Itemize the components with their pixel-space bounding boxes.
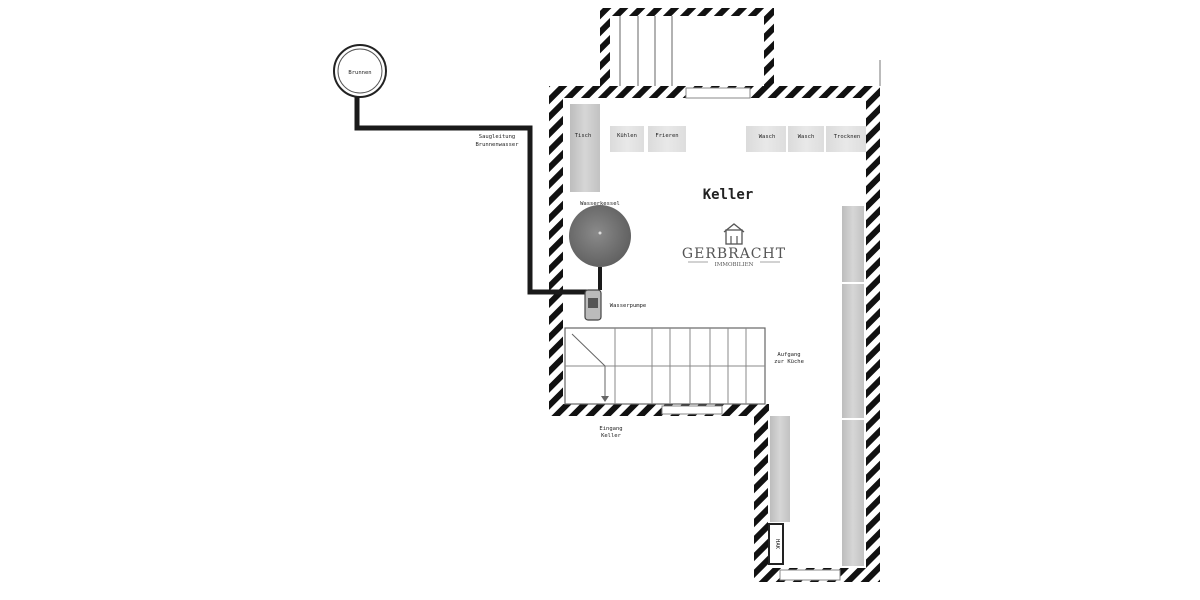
shelf-3 <box>842 420 864 566</box>
entrance-label-line1: Eingang <box>599 426 622 432</box>
cooling-block <box>610 126 644 152</box>
wash2-block <box>788 126 824 152</box>
furniture <box>570 104 866 566</box>
top-stair-well <box>600 8 774 88</box>
walls <box>549 60 881 582</box>
pressure-vessel-label: Wasserkessel <box>580 201 620 207</box>
wall-mid-bottom <box>549 404 769 416</box>
freezing-block <box>648 126 686 152</box>
wall-corridor-left <box>754 404 768 582</box>
wash1-label: Wasch <box>759 134 776 140</box>
hak-label: HAK <box>774 539 780 550</box>
cooling-label: Kühlen <box>617 133 637 139</box>
company-logo: GERBRACHT IMMOBILIEN <box>682 223 786 268</box>
shelf-1 <box>842 206 864 282</box>
stair-up-label-line2: zur Küche <box>774 359 804 365</box>
wall-left <box>549 86 563 416</box>
door-opening-bottom <box>779 569 841 581</box>
pump-label: Wasserpumpe <box>610 303 646 309</box>
well-label: Brunnen <box>348 70 371 76</box>
pipe-label-line1: Saugleitung <box>479 134 515 140</box>
water-equipment <box>569 205 631 321</box>
logo-emblem-icon <box>723 223 745 245</box>
hak-box <box>768 523 784 565</box>
labels: Keller Brunnen Saugleitung Brunnenwasser… <box>348 70 860 550</box>
freezing-label: Frieren <box>655 133 678 139</box>
wall-right <box>866 86 880 582</box>
door-opening-top <box>685 87 751 99</box>
room-title: Keller <box>703 187 754 203</box>
dryer-label: Trocknen <box>834 134 861 140</box>
logo-name: GERBRACHT <box>682 246 786 262</box>
table-block <box>570 104 600 192</box>
pressure-vessel-icon <box>569 205 631 267</box>
stair-up-label-line1: Aufgang <box>777 352 800 358</box>
pipe-label-line2: Brunnenwasser <box>475 142 519 148</box>
shelf-2 <box>842 284 864 418</box>
suction-pipe <box>354 97 590 295</box>
logo-subtitle: IMMOBILIEN <box>715 262 754 268</box>
wash1-block <box>746 126 786 152</box>
corridor-shelf <box>770 416 790 522</box>
interior-stairs <box>564 327 766 405</box>
well-system <box>333 44 590 295</box>
entrance-label-line2: Keller <box>601 433 622 439</box>
dryer-block <box>826 126 866 152</box>
door-opening-entrance <box>661 405 723 415</box>
well-inner-icon <box>337 48 383 94</box>
table-label: Tisch <box>575 133 592 139</box>
wash2-label: Wasch <box>798 134 815 140</box>
